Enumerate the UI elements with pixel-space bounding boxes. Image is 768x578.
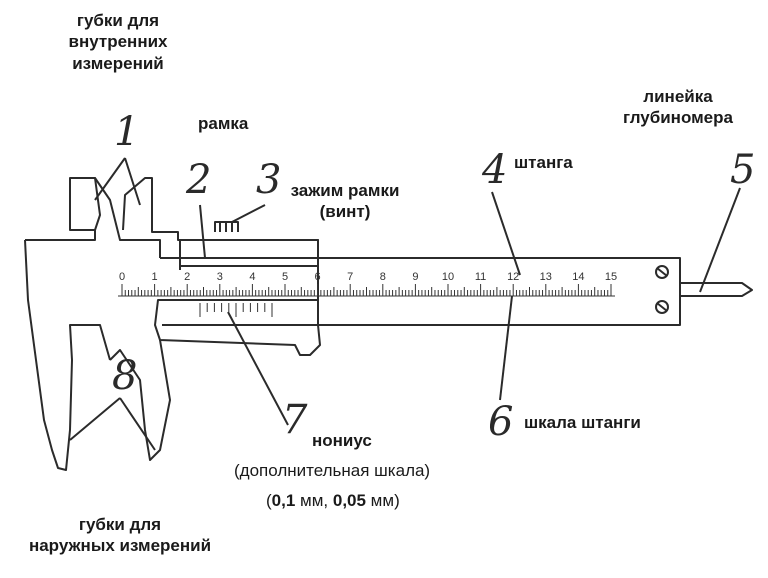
- beam-tick-label: 1: [152, 271, 158, 283]
- precision-a: 0,1: [271, 491, 296, 510]
- vernier-scale: [199, 303, 273, 317]
- beam-tick-label: 10: [442, 271, 454, 283]
- beam-tick-label: 14: [572, 271, 584, 283]
- vernier-plate: [160, 299, 318, 326]
- beam-tick-label: 11: [475, 271, 486, 283]
- beam-tick-label: 6: [315, 271, 321, 283]
- label-beam-scale: шкала штанги: [524, 413, 641, 432]
- callout-2: 2: [186, 157, 212, 203]
- depth-rod: [680, 282, 753, 297]
- leader-1: [94, 157, 141, 206]
- label-frame-clamp: зажим рамки (винт): [290, 181, 400, 222]
- beam-tick-label: 2: [184, 271, 190, 283]
- frame-top-plate: [179, 239, 319, 267]
- beam-tick-label: 7: [347, 271, 353, 283]
- inner-jaw-left: [70, 177, 101, 231]
- beam-tick-label: 5: [282, 271, 288, 283]
- leader-2: [199, 204, 206, 259]
- precision-b: 0,05: [332, 491, 366, 510]
- callout-4: 4: [482, 147, 508, 193]
- beam-tick-label: 3: [217, 271, 223, 283]
- label-outer-jaws: губки для наружных измерений: [28, 515, 212, 556]
- leader-5: [699, 187, 741, 293]
- label-vernier-precision: (0,1 мм, 0,05 мм): [266, 491, 400, 510]
- leader-7: [227, 311, 289, 426]
- beam-tick-label: 12: [507, 271, 519, 283]
- beam-screw-bottom: [655, 300, 669, 314]
- leader-3: [231, 204, 266, 223]
- beam-tick-label: 8: [380, 271, 386, 283]
- precision-unit-b: мм: [365, 491, 395, 510]
- callout-1: 1: [114, 109, 140, 155]
- leader-6: [499, 295, 513, 401]
- beam-tick-label: 0: [119, 271, 125, 283]
- label-frame: рамка: [198, 114, 249, 133]
- inner-jaw-right: [122, 177, 179, 240]
- beam-body: [160, 257, 681, 326]
- beam-screw-top: [655, 265, 669, 279]
- beam-tick-label: 15: [605, 271, 617, 283]
- moving-jaw: [109, 339, 171, 461]
- callout-5: 5: [730, 147, 756, 193]
- label-vernier-sub: (дополнительная шкала): [234, 461, 431, 480]
- callout-8: 8: [112, 353, 138, 399]
- leader-8: [69, 397, 156, 451]
- label-depth-rod: линейка глубиномера: [623, 87, 733, 128]
- beam-tick-label: 9: [412, 271, 418, 283]
- clamp-screw: [214, 221, 239, 232]
- leader-4: [491, 191, 521, 276]
- precision-unit-a: мм,: [295, 491, 333, 510]
- label-vernier-title: нониус: [312, 431, 372, 450]
- callout-3: 3: [256, 157, 282, 203]
- label-inner-jaws: губки для внутренних измерений: [68, 11, 168, 73]
- beam-tick-label: 13: [540, 271, 552, 283]
- beam-tick-label: 4: [249, 271, 255, 283]
- label-beam: штанга: [514, 153, 573, 172]
- callout-7: 7: [282, 397, 308, 443]
- callout-6: 6: [488, 399, 514, 445]
